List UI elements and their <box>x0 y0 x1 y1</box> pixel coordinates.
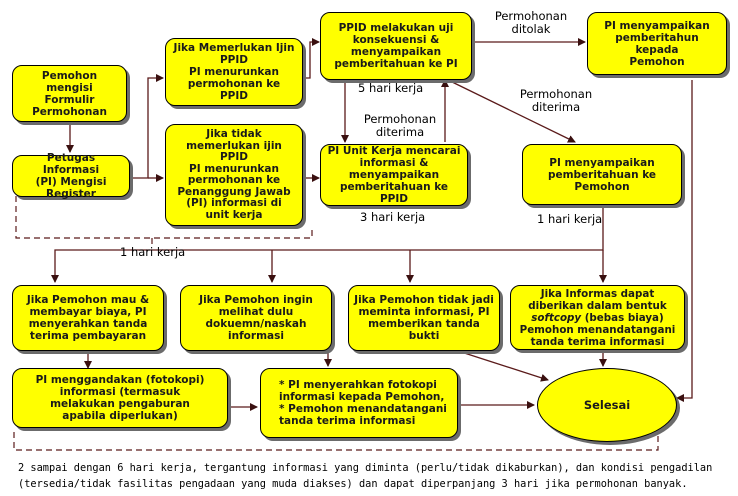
dashed-brace-bottom <box>13 430 659 451</box>
node-jika-memerlukan-ijin: Jika Memerlukan Ijin PPID PI menurunkan … <box>165 38 303 106</box>
label-permohonan-diterima-mid: Permohonan diterima <box>363 112 437 139</box>
node-pemohon-lihat: Jika Pemohon ingin melihat dulu dokuemn/… <box>180 285 332 351</box>
softcopy-text-a: Jika Informas dapat diberikan dalam bent… <box>528 287 667 312</box>
footnote: 2 sampai dengan 6 hari kerja, tergantung… <box>18 462 713 490</box>
label-5-hari: 5 hari kerja <box>358 81 424 95</box>
arrow-tidak-jadi-to-selesai <box>454 349 549 382</box>
arrow-ijin-to-ppid <box>303 38 320 79</box>
arrow-petugas-split <box>130 74 164 179</box>
node-pi-menyerahkan: * PI menyerahkan fotokopi informasi kepa… <box>260 368 458 438</box>
arrow-diterima-down <box>51 205 604 283</box>
label-1-hari-left: 1 hari kerja <box>120 245 186 259</box>
dashed-brace-top <box>15 196 313 239</box>
node-pemohon-bayar: Jika Pemohon mau & membayar biaya, PI me… <box>12 285 164 351</box>
node-pemohon-mengisi: Pemohon mengisi Formulir Permohonan <box>12 65 127 122</box>
node-softcopy: Jika Informas dapat diberikan dalam bent… <box>510 285 685 350</box>
arrow-ppid-to-diterima <box>447 79 576 143</box>
node-selesai: Selesai <box>537 368 677 442</box>
softcopy-text-em: softcopy <box>531 311 582 324</box>
node-pi-sampaikan-ditolak: PI menyampaikan pemberitahun kepada Pemo… <box>587 12 727 75</box>
softcopy-text-b: (bebas biaya) Pemohon menandatangani tan… <box>519 311 676 348</box>
label-1-hari-right: 1 hari kerja <box>537 212 603 226</box>
node-ppid-uji: PPID melakukan uji konsekuensi & menyamp… <box>320 12 472 80</box>
label-permohonan-diterima-right: Permohonan diterima <box>519 87 593 114</box>
node-pi-menggandakan: PI menggandakan (fotokopi) informasi (te… <box>12 368 228 428</box>
node-pi-sampaikan-diterima: PI menyampaikan pemberitahuan ke Pemohon <box>522 144 682 205</box>
node-petugas-informasi: Petugas Informasi (PI) Mengisi Register <box>12 152 130 200</box>
node-pemohon-tidak-jadi: Jika Pemohon tidak jadi meminta informas… <box>348 285 500 351</box>
label-3-hari: 3 hari kerja <box>360 210 426 224</box>
label-permohonan-ditolak: Permohonan ditolak <box>494 9 568 36</box>
arrow-ditolak-to-selesai <box>676 80 693 402</box>
node-jika-tidak-memerlukan: Jika tidak memerlukan ijin PPID PI menur… <box>165 124 303 226</box>
node-pi-unit-kerja: PI Unit Kerja mencarai informasi & menya… <box>320 144 468 206</box>
